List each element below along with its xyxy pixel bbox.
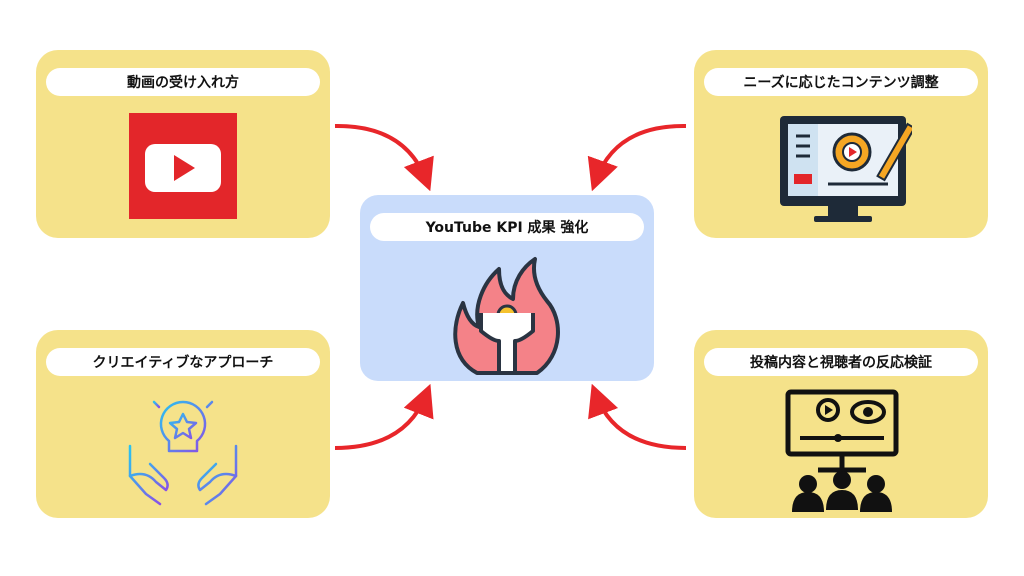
card-bottom-left: クリエイティブなアプローチ [36,330,330,518]
fire-achievement-icon [447,255,567,379]
arrow-bottom-right [588,383,687,450]
center-title: YouTube KPI 成果 強化 [370,213,644,241]
card-top-right: ニーズに応じたコンテンツ調整 [694,50,988,238]
youtube-play-icon [129,113,237,219]
card-label: ニーズに応じたコンテンツ調整 [704,68,978,96]
card-label: クリエイティブなアプローチ [46,348,320,376]
arrow-bottom-left [334,383,434,450]
card-top-left: 動画の受け入れ方 [36,50,330,238]
card-label: 投稿内容と視聴者の反応検証 [704,348,978,376]
arrow-top-left [334,123,434,192]
audience-screen-icon [780,386,904,514]
video-editing-monitor-icon [776,112,912,224]
arrow-top-right [587,123,687,192]
center-card: YouTube KPI 成果 強化 [360,195,654,381]
card-bottom-right: 投稿内容と視聴者の反応検証 [694,330,988,518]
card-label: 動画の受け入れ方 [46,68,320,96]
idea-lightbulb-hands-icon [124,388,242,508]
